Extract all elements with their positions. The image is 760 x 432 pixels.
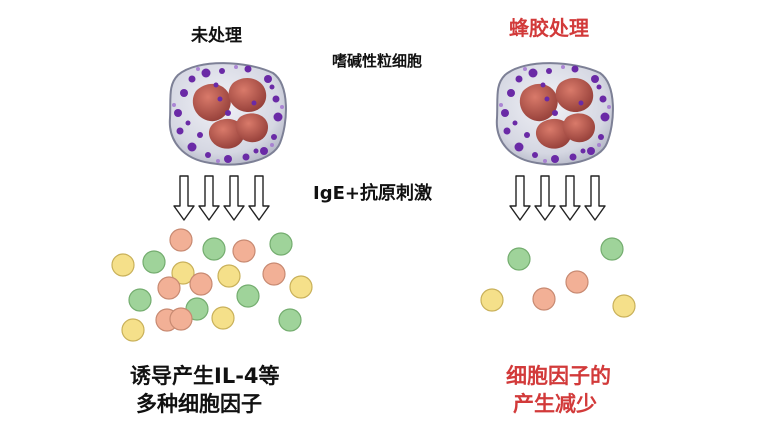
cytokine-dot-icon [289,275,313,299]
cytokine-dot-icon [236,284,260,308]
right-result-line2: 产生减少 [513,392,597,416]
cytokine-dot-icon [278,308,302,332]
down-arrow-icon [584,175,606,221]
cytokine-dot-icon [232,239,256,263]
stimulus-label: IgE+抗原刺激 [313,183,432,204]
down-arrow-icon [248,175,270,221]
cell-label: 嗜碱性粒细胞 [332,52,423,70]
basophil-cell-icon-left [168,62,287,166]
cytokine-dot-icon [480,288,504,312]
left-result-line1: 诱导产生IL-4等 [130,364,280,388]
cytokine-dot-icon [269,232,293,256]
cytokine-dot-icon [532,287,556,311]
basophil-cell-icon-right [495,62,614,166]
right-result-line1: 细胞因子的 [506,364,611,388]
cytokine-dot-icon [202,237,226,261]
down-arrow-icon [559,175,581,221]
down-arrow-icon [223,175,245,221]
cytokine-dot-icon [142,250,166,274]
cytokine-dot-icon [217,264,241,288]
cytokine-dot-icon [169,228,193,252]
cytokine-dot-icon [565,270,589,294]
cytokine-dot-icon [612,294,636,318]
down-arrow-icon [173,175,195,221]
cytokine-dot-icon [169,307,193,331]
cytokine-dot-icon [211,306,235,330]
left-result-line2: 多种细胞因子 [136,392,262,416]
cytokine-dot-icon [121,318,145,342]
down-arrow-icon [198,175,220,221]
cytokine-dot-icon [128,288,152,312]
left-heading: 未处理 [191,26,242,46]
cytokine-dot-icon [189,272,213,296]
cytokine-dot-icon [262,262,286,286]
cytokine-dot-icon [507,247,531,271]
down-arrow-icon [509,175,531,221]
down-arrow-icon [534,175,556,221]
cytokine-dot-icon [157,276,181,300]
cytokine-dot-icon [600,237,624,261]
cytokine-dot-icon [171,261,195,285]
cytokine-dot-icon [111,253,135,277]
right-heading: 蜂胶处理 [509,16,589,40]
